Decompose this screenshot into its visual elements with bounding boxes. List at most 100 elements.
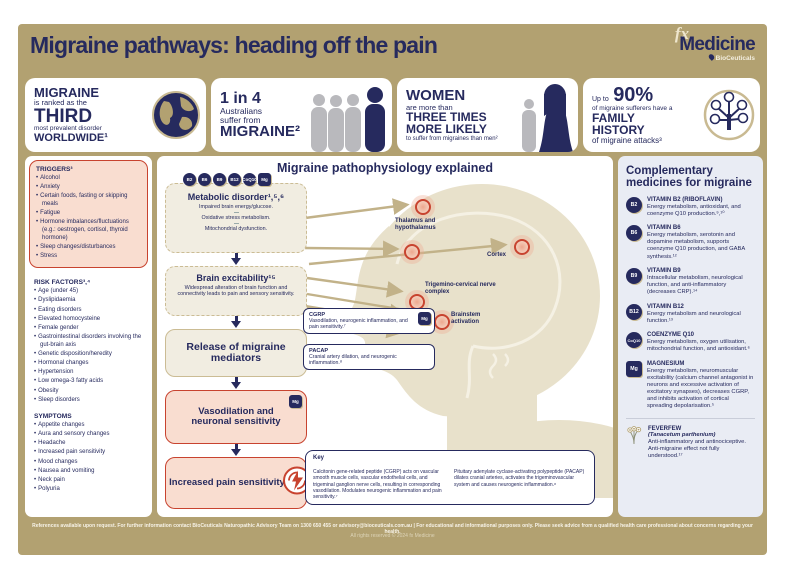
stat-text: Up to 90% of migraine sufferers have a F… — [583, 79, 698, 151]
key-cgrp-text: Calcitonin gene-related peptide (CGRP) a… — [313, 469, 442, 500]
coq10-badge: CoQ10 — [242, 173, 257, 186]
fx-medicine-logo: fx Medicine BioCeuticals — [637, 24, 757, 70]
b9-badge: B9 — [213, 173, 226, 186]
symptoms-heading: SYMPTOMS — [34, 412, 72, 420]
medicine-latin-name: (Tanacetum parthenium) — [648, 431, 716, 438]
feverfew-plant-icon — [626, 426, 643, 460]
list-item: Sleep changes/disturbances — [36, 244, 141, 252]
medicines-title: Complementary medicines for migraine — [626, 165, 752, 189]
stat-line: Australians — [220, 105, 263, 116]
medicine-name: VITAMIN B6 — [647, 225, 681, 232]
medicine-description: Anti-inflammatory and antinociceptive. A… — [648, 438, 746, 459]
stat-card-women: WOMEN are more than THREE TIMES MORE LIK… — [397, 78, 578, 152]
list-item: Eating disorders — [34, 307, 144, 315]
list-item: Gastrointestinal disorders involving the… — [34, 334, 144, 349]
flow-arrow-down — [230, 316, 242, 329]
medicine-text: MAGNESIUM Energy metabolism, neuromuscul… — [647, 361, 755, 410]
step-line: Widespread alteration of brain function … — [177, 285, 295, 298]
brain-label-cortex: Cortex — [487, 252, 507, 258]
coq10-badge: CoQ10 — [626, 332, 642, 349]
woman-icon — [512, 82, 578, 152]
list-item: Certain foods, fasting or skipping meals — [36, 193, 141, 208]
list-item: Anxiety — [36, 184, 141, 192]
medicine-item-coq10: CoQ10 COENZYME Q10 Energy metabolism, ox… — [626, 332, 755, 353]
mg-badge: Mg — [289, 395, 302, 408]
stat-line: most prevalent disorder — [34, 125, 102, 133]
medicine-name: VITAMIN B9 — [647, 268, 681, 275]
cgrp-box: Mg CGRP Vasodilation, neurogenic inflamm… — [303, 308, 435, 335]
brain-excitability-box: Brain excitability¹⁵ Widespread alterati… — [165, 266, 307, 316]
stat-line: Up to 90% — [592, 85, 696, 105]
medicine-item-b2: B2 VITAMIN B2 (RIBOFLAVIN) Energy metabo… — [626, 196, 755, 218]
medicine-item-magnesium: Mg MAGNESIUM Energy metabolism, neuromus… — [626, 361, 755, 410]
medicine-text: VITAMIN B12 Energy metabolism and neurol… — [647, 304, 755, 325]
medicine-item-b6: B6 VITAMIN B6 Energy metabolism, seroton… — [626, 225, 755, 260]
list-item: Female gender — [34, 325, 144, 333]
flow-arrow-down — [230, 253, 242, 266]
list-item: Mood changes — [34, 459, 144, 467]
release-mediators-box: Release of migraine mediators — [165, 329, 307, 377]
medicine-text: COENZYME Q10 Energy metabolism, oxygen u… — [647, 332, 755, 353]
medicine-description: Energy metabolism, serotonin and dopamin… — [647, 232, 745, 260]
logo-medicine-text: Medicine — [679, 34, 755, 55]
medicine-item-feverfew: FEVERFEW (Tanacetum parthenium) Anti-inf… — [626, 426, 755, 460]
medicine-text: VITAMIN B2 (RIBOFLAVIN) Energy metabolis… — [647, 197, 755, 218]
step-line: Oxidative stress metabolism. — [201, 215, 271, 222]
stat-line: is ranked as the — [34, 98, 87, 108]
stat-line: MIGRAINE — [34, 84, 99, 100]
medicine-description: Energy metabolism, oxygen utilisation, m… — [647, 339, 750, 353]
medicine-text: VITAMIN B9 Intracellular metabolism, neu… — [647, 268, 755, 296]
logo-bioceuticals-text: BioCeuticals — [707, 53, 755, 62]
medicine-item-b9: B9 VITAMIN B9 Intracellular metabolism, … — [626, 268, 755, 296]
mg-badge: Mg — [418, 312, 431, 325]
step-title: Metabolic disorder¹,⁵,⁶ — [187, 192, 285, 202]
b6-badge: B6 — [626, 225, 642, 242]
medicine-name: FEVERFEW — [648, 425, 682, 432]
mediator-description: Cranial artery dilation, and neurogenic … — [309, 354, 397, 367]
sidebar-panel: TRIGGERS³ AlcoholAnxietyCertain foods, f… — [25, 156, 152, 517]
list-item: Obesity — [34, 388, 144, 396]
step-line: Mitochondrial dysfunction. — [204, 226, 268, 233]
list-item: Stress — [36, 253, 141, 261]
pathway-title: Migraine pathophysiology explained — [276, 161, 493, 175]
stat-line: to suffer from migraines than men² — [406, 135, 498, 142]
stat-card-family-history: Up to 90% of migraine sufferers have a F… — [583, 78, 760, 152]
key-box: Key Calcitonin gene-related peptide (CGR… — [305, 450, 595, 506]
logo-sub-label: BioCeuticals — [715, 55, 755, 62]
page-title: Migraine pathways: heading off the pain — [30, 32, 438, 58]
globe-icon — [146, 89, 206, 141]
stat-text: 1 in 4 Australians suffer from MIGRAINE² — [211, 85, 306, 146]
medicine-description: Energy metabolism, antioxidant, and coen… — [647, 203, 741, 217]
stat-line: FAMILY — [592, 111, 635, 126]
b9-badge: B9 — [626, 268, 642, 285]
list-item: Polyuria — [34, 486, 144, 494]
family-tree-icon — [698, 88, 760, 142]
stat-line: of migraine sufferers have a — [592, 104, 673, 112]
list-item: Hormone imbalances/fluctuations (e.g.: o… — [36, 219, 141, 242]
triggers-list: AlcoholAnxietyCertain foods, fasting or … — [36, 175, 141, 261]
list-item: Aura and sensory changes — [34, 431, 144, 439]
list-item: Nausea and vomiting — [34, 468, 144, 476]
b2-badge: B2 — [183, 173, 196, 186]
risk-factors-list: Age (under 45)DyslipidaemiaEating disord… — [34, 288, 144, 404]
list-item: Fatigue — [36, 210, 141, 218]
supplement-badge-row: B2 B6 B9 B12 CoQ10 Mg — [183, 173, 271, 186]
stat-text: MIGRAINE is ranked as the THIRD most pre… — [25, 80, 146, 150]
list-item: Neck pain — [34, 477, 144, 485]
target-thalamus — [415, 199, 431, 215]
footer-copyright: All rights reserved © 2024 fx Medicine — [350, 533, 435, 539]
flow-arrow-down — [230, 444, 242, 457]
stat-line: of migraine attacks³ — [592, 135, 662, 145]
metabolic-disorder-box: Metabolic disorder¹,⁵,⁶ Impaired brain e… — [165, 183, 307, 253]
risk-factors-heading: RISK FACTORS³,⁴ — [34, 279, 91, 287]
footer-disclaimer: References available upon request. For f… — [32, 523, 753, 535]
list-item: Increased pain sensitivity — [34, 449, 144, 457]
medicine-description: Energy metabolism and neurological funct… — [647, 310, 741, 324]
b12-badge: B12 — [626, 303, 642, 320]
list-item: Hormonal changes — [34, 360, 144, 368]
medicine-description: Intracellular metabolism, neurological f… — [647, 275, 743, 296]
poster-background: Migraine pathways: heading off the pain … — [18, 24, 767, 555]
list-item: Sleep disorders — [34, 397, 144, 405]
complementary-medicines-panel: Complementary medicines for migraine B2 … — [618, 156, 763, 517]
